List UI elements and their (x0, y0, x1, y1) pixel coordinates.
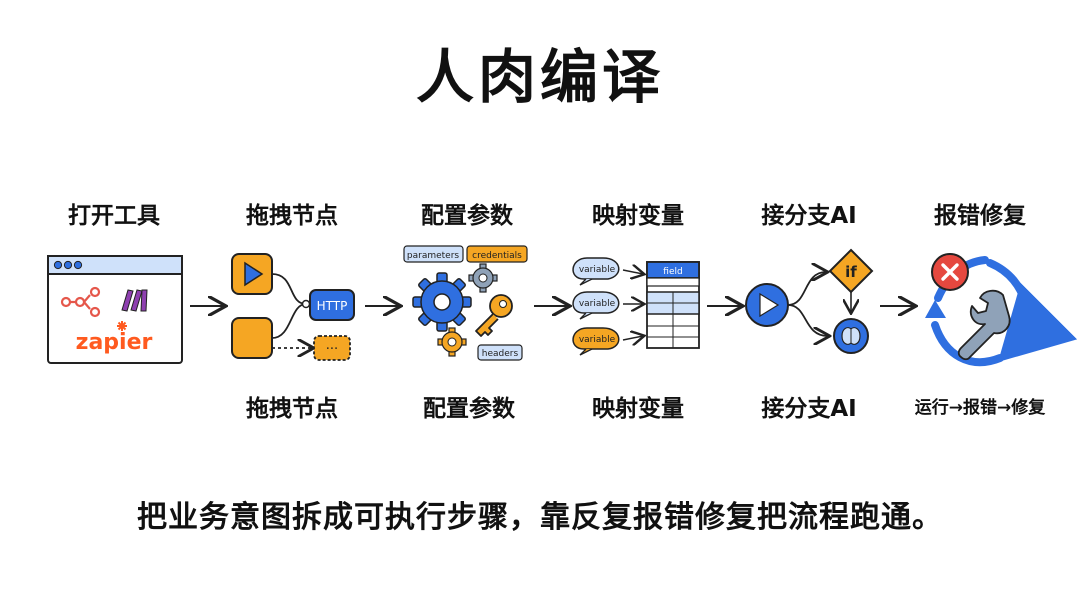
branch-connector (787, 304, 828, 336)
credentials-tag: credentials (466, 245, 528, 263)
brain-icon (833, 318, 869, 354)
step-5-top-label: 接分支AI (761, 203, 857, 229)
step-5-bottom-label: 接分支AI (761, 396, 857, 422)
error-icon (931, 253, 969, 291)
diagram-title: 人肉编译 (415, 43, 664, 111)
connector-port (301, 299, 311, 309)
chat-bubble-icon: variable (572, 327, 620, 356)
window-icon (47, 255, 183, 364)
step-6-top-label: 报错修复 (934, 203, 1026, 229)
gear-icon (412, 272, 472, 332)
diagram-caption: 把业务意图拆成可执行步骤，靠反复报错修复把流程跑通。 (137, 500, 943, 535)
map-arrow (622, 336, 643, 340)
step-6-bottom-label: 运行→报错→修复 (914, 398, 1046, 418)
gear-icon (437, 327, 467, 357)
step-4-bottom-label: 映射变量 (592, 396, 684, 422)
svg-text:if: if (845, 263, 857, 281)
flow-node-icon (231, 317, 273, 359)
diamond-icon: if (828, 248, 874, 294)
gear-icon (468, 263, 498, 293)
node-connector (271, 303, 307, 339)
n8n-logo-icon (60, 286, 101, 318)
placeholder-node: ··· (313, 335, 351, 361)
flow-node-icon (231, 253, 273, 295)
placeholder-node-label: ··· (326, 342, 338, 357)
table-icon: field (646, 261, 700, 349)
step-2-bottom-label: 拖拽节点 (246, 396, 338, 422)
http-node-label: HTTP (317, 299, 348, 313)
svg-text:credentials: credentials (472, 251, 522, 261)
play-icon (745, 283, 789, 327)
node-connector (271, 273, 307, 305)
svg-text:headers: headers (482, 349, 519, 359)
chat-bubble-icon: variable (572, 257, 620, 286)
map-arrow (622, 270, 643, 274)
step-2-top-label: 拖拽节点 (246, 203, 338, 229)
step-1-top-label: 打开工具 (68, 203, 160, 229)
cycle-arrowhead (925, 300, 946, 318)
svg-text:variable: variable (579, 335, 616, 345)
key-icon (475, 294, 513, 337)
step-3-bottom-label: 配置参数 (423, 396, 515, 422)
headers-tag: headers (477, 344, 523, 361)
step-4-top-label: 映射变量 (592, 203, 684, 229)
wrench-icon (957, 289, 1011, 361)
svg-text:parameters: parameters (407, 251, 460, 261)
svg-text:variable: variable (579, 265, 616, 275)
svg-text:field: field (663, 267, 682, 277)
make-logo-icon (121, 289, 148, 312)
parameters-tag: parameters (403, 245, 464, 263)
zapier-asterisk-icon (117, 321, 127, 331)
http-node: HTTP (309, 289, 355, 321)
chat-bubble-icon: variable (572, 291, 620, 320)
zapier-brand-text: zapier (76, 330, 153, 355)
step-3-top-label: 配置参数 (421, 203, 513, 229)
svg-text:variable: variable (579, 299, 616, 309)
branch-connector (787, 272, 826, 306)
